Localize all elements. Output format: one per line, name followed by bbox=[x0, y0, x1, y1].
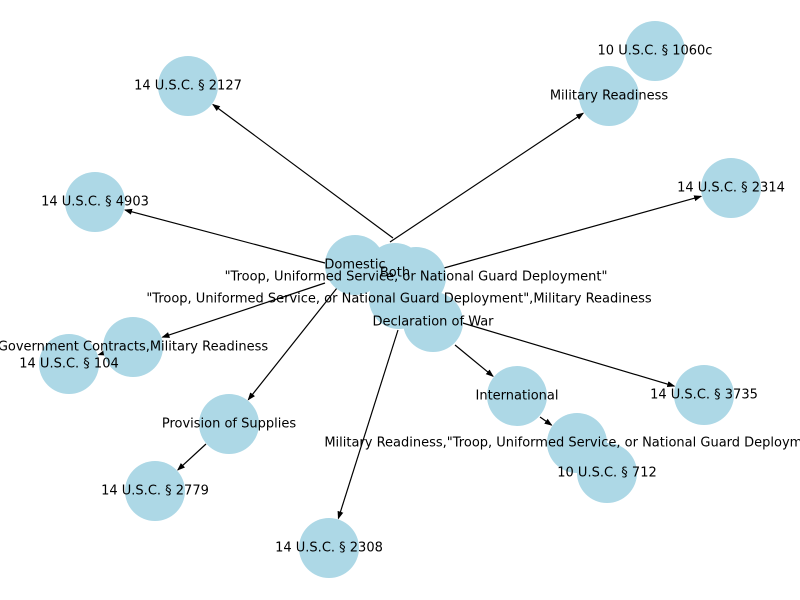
edge-domestic-to-usc-2314 bbox=[443, 195, 703, 269]
nodes-layer bbox=[39, 21, 761, 578]
edge-domestic-to-usc-4903 bbox=[123, 208, 326, 264]
node-label-usc-2127: 14 U.S.C. § 2127 bbox=[134, 79, 242, 94]
node-label-usc-4903: 14 U.S.C. § 4903 bbox=[41, 195, 149, 210]
node-label-usc-104: 14 U.S.C. § 104 bbox=[19, 357, 119, 372]
node-usc-712 bbox=[577, 443, 637, 503]
edge-domestic-to-military-readiness bbox=[389, 112, 585, 243]
node-international bbox=[487, 366, 547, 426]
node-label-declaration-of-war: Declaration of War bbox=[372, 315, 494, 330]
edges-layer bbox=[97, 103, 703, 520]
node-declaration-of-war bbox=[403, 292, 463, 352]
node-label-government-contracts-readiness: Government Contracts,Military Readiness bbox=[0, 340, 268, 355]
edge-domestic-to-usc-2127 bbox=[212, 103, 394, 239]
node-label-usc-2314: 14 U.S.C. § 2314 bbox=[677, 181, 785, 196]
edge-domestic-to-usc-3735 bbox=[455, 320, 676, 388]
edge-government-contracts-readiness-to-usc-104 bbox=[97, 349, 107, 356]
node-usc-3735 bbox=[674, 365, 734, 425]
node-label-domestic: Domestic bbox=[324, 258, 385, 273]
edge-international-to-readiness-troop-deployment bbox=[539, 416, 553, 426]
node-label-both: Both bbox=[380, 266, 410, 281]
node-label-military-readiness: Military Readiness bbox=[550, 89, 669, 104]
node-usc-2779 bbox=[125, 461, 185, 521]
node-label-readiness-troop-deployment: Military Readiness,"Troop, Uniformed Ser… bbox=[324, 436, 800, 451]
node-label-international: International bbox=[476, 389, 559, 404]
node-usc-4903 bbox=[65, 172, 125, 232]
node-label-usc-1060c: 10 U.S.C. § 1060c bbox=[598, 44, 713, 59]
edge-provision-of-supplies-to-usc-2779 bbox=[177, 443, 207, 471]
node-label-usc-712: 10 U.S.C. § 712 bbox=[557, 466, 657, 481]
edge-domestic-to-government-contracts-readiness bbox=[161, 282, 326, 338]
node-label-usc-3735: 14 U.S.C. § 3735 bbox=[650, 388, 758, 403]
edge-declaration-of-war-to-international bbox=[454, 344, 494, 377]
node-usc-104 bbox=[39, 334, 99, 394]
node-label-provision-of-supplies: Provision of Supplies bbox=[162, 417, 297, 432]
node-government-contracts-readiness bbox=[103, 317, 163, 377]
node-label-troop-deployment: "Troop, Uniformed Service, or National G… bbox=[225, 270, 608, 285]
node-military-readiness bbox=[579, 66, 639, 126]
node-label-troop-deployment-readiness: "Troop, Uniformed Service, or National G… bbox=[146, 292, 652, 307]
node-usc-2127 bbox=[158, 56, 218, 116]
node-label-usc-2308: 14 U.S.C. § 2308 bbox=[275, 541, 383, 556]
node-usc-2314 bbox=[701, 158, 761, 218]
node-provision-of-supplies bbox=[199, 394, 259, 454]
node-usc-1060c bbox=[625, 21, 685, 81]
node-usc-2308 bbox=[299, 518, 359, 578]
node-label-usc-2779: 14 U.S.C. § 2779 bbox=[101, 484, 209, 499]
edge-domestic-to-usc-2308 bbox=[337, 329, 399, 520]
edge-domestic-to-provision-of-supplies bbox=[247, 287, 338, 401]
